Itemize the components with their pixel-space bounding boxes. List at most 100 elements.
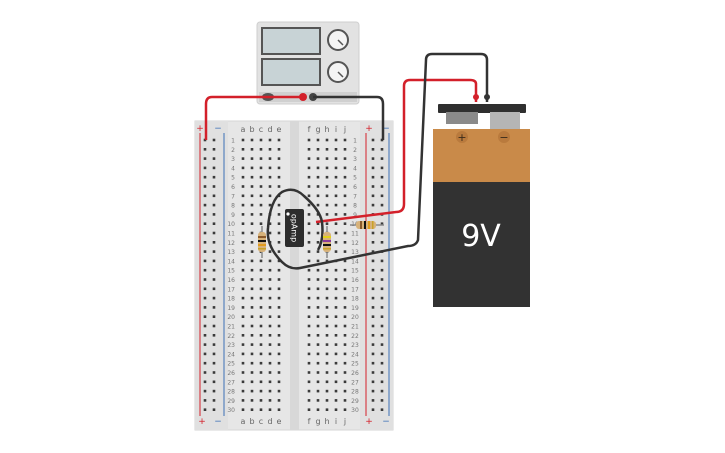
breadboard-hole[interactable]: [250, 250, 254, 253]
breadboard-hole[interactable]: [241, 138, 245, 142]
breadboard-hole[interactable]: [325, 380, 329, 384]
breadboard-hole[interactable]: [334, 278, 338, 281]
rail-hole[interactable]: [203, 222, 207, 225]
breadboard-hole[interactable]: [334, 250, 338, 253]
breadboard-hole[interactable]: [241, 380, 245, 384]
rail-hole[interactable]: [371, 371, 375, 374]
breadboard-hole[interactable]: [334, 352, 338, 356]
rail-hole[interactable]: [371, 324, 375, 328]
breadboard-hole[interactable]: [241, 278, 245, 281]
breadboard-hole[interactable]: [259, 380, 263, 384]
breadboard-hole[interactable]: [307, 203, 311, 207]
rail-hole[interactable]: [380, 278, 384, 281]
rail-hole[interactable]: [212, 175, 216, 179]
rail-hole[interactable]: [212, 315, 216, 318]
breadboard-hole[interactable]: [277, 203, 281, 207]
breadboard-hole[interactable]: [316, 361, 320, 365]
rail-hole[interactable]: [212, 343, 216, 346]
rail-hole[interactable]: [371, 259, 375, 263]
breadboard-hole[interactable]: [259, 222, 263, 225]
breadboard-hole[interactable]: [316, 408, 320, 411]
rail-hole[interactable]: [212, 148, 216, 151]
rail-hole[interactable]: [371, 343, 375, 346]
breadboard-hole[interactable]: [268, 222, 272, 225]
rail-hole[interactable]: [371, 296, 375, 300]
rail-hole[interactable]: [203, 268, 207, 272]
breadboard-hole[interactable]: [250, 213, 254, 216]
breadboard-hole[interactable]: [325, 166, 329, 170]
rail-hole[interactable]: [212, 389, 216, 393]
rail-hole[interactable]: [371, 157, 375, 160]
rail-hole[interactable]: [380, 389, 384, 393]
breadboard-hole[interactable]: [250, 287, 254, 291]
rail-hole[interactable]: [371, 250, 375, 253]
breadboard-hole[interactable]: [250, 231, 254, 235]
breadboard-hole[interactable]: [316, 250, 320, 253]
breadboard-hole[interactable]: [268, 306, 272, 309]
breadboard-hole[interactable]: [307, 361, 311, 365]
breadboard-holes[interactable]: [203, 138, 384, 411]
breadboard-hole[interactable]: [268, 166, 272, 170]
rail-hole[interactable]: [371, 361, 375, 365]
rail-hole[interactable]: [203, 157, 207, 160]
breadboard-hole[interactable]: [277, 287, 281, 291]
breadboard-hole[interactable]: [316, 371, 320, 374]
rail-hole[interactable]: [212, 361, 216, 365]
breadboard-hole[interactable]: [343, 268, 347, 272]
breadboard-hole[interactable]: [259, 268, 263, 272]
rail-hole[interactable]: [380, 203, 384, 207]
breadboard-hole[interactable]: [259, 213, 263, 216]
breadboard-hole[interactable]: [259, 185, 263, 188]
breadboard-hole[interactable]: [343, 278, 347, 281]
breadboard-hole[interactable]: [343, 334, 347, 337]
breadboard-hole[interactable]: [316, 268, 320, 272]
breadboard-hole[interactable]: [307, 231, 311, 235]
rail-hole[interactable]: [212, 296, 216, 300]
breadboard-hole[interactable]: [343, 408, 347, 411]
breadboard-hole[interactable]: [250, 175, 254, 179]
resistor-middle[interactable]: [323, 226, 331, 258]
breadboard-hole[interactable]: [334, 268, 338, 272]
breadboard-hole[interactable]: [343, 250, 347, 253]
breadboard-hole[interactable]: [250, 268, 254, 272]
breadboard-hole[interactable]: [307, 138, 311, 142]
breadboard-hole[interactable]: [268, 148, 272, 151]
breadboard-hole[interactable]: [250, 408, 254, 411]
breadboard-hole[interactable]: [316, 222, 320, 225]
breadboard-hole[interactable]: [277, 315, 281, 318]
resistor-horizontal[interactable]: [350, 221, 384, 229]
rail-hole[interactable]: [371, 166, 375, 170]
breadboard-hole[interactable]: [343, 231, 347, 235]
breadboard-hole[interactable]: [277, 361, 281, 365]
breadboard-hole[interactable]: [268, 408, 272, 411]
breadboard-hole[interactable]: [268, 361, 272, 365]
breadboard-hole[interactable]: [259, 166, 263, 170]
breadboard-hole[interactable]: [277, 296, 281, 300]
rail-hole[interactable]: [371, 175, 375, 179]
breadboard-hole[interactable]: [343, 175, 347, 179]
breadboard-hole[interactable]: [268, 157, 272, 160]
rail-hole[interactable]: [203, 399, 207, 402]
breadboard-hole[interactable]: [268, 399, 272, 402]
breadboard-hole[interactable]: [316, 138, 320, 142]
breadboard-hole[interactable]: [250, 389, 254, 393]
breadboard-hole[interactable]: [259, 334, 263, 337]
breadboard-hole[interactable]: [316, 380, 320, 384]
rail-hole[interactable]: [203, 389, 207, 393]
breadboard-hole[interactable]: [250, 185, 254, 188]
breadboard-hole[interactable]: [241, 343, 245, 346]
breadboard-hole[interactable]: [277, 389, 281, 393]
breadboard-hole[interactable]: [325, 278, 329, 281]
rail-hole[interactable]: [212, 213, 216, 216]
breadboard-hole[interactable]: [334, 194, 338, 198]
breadboard-hole[interactable]: [343, 380, 347, 384]
breadboard-hole[interactable]: [316, 231, 320, 235]
breadboard-hole[interactable]: [268, 334, 272, 337]
breadboard-hole[interactable]: [277, 222, 281, 225]
breadboard-hole[interactable]: [334, 166, 338, 170]
breadboard-hole[interactable]: [241, 371, 245, 374]
rail-hole[interactable]: [212, 185, 216, 188]
breadboard-hole[interactable]: [259, 343, 263, 346]
breadboard-hole[interactable]: [250, 399, 254, 402]
breadboard-hole[interactable]: [307, 334, 311, 337]
